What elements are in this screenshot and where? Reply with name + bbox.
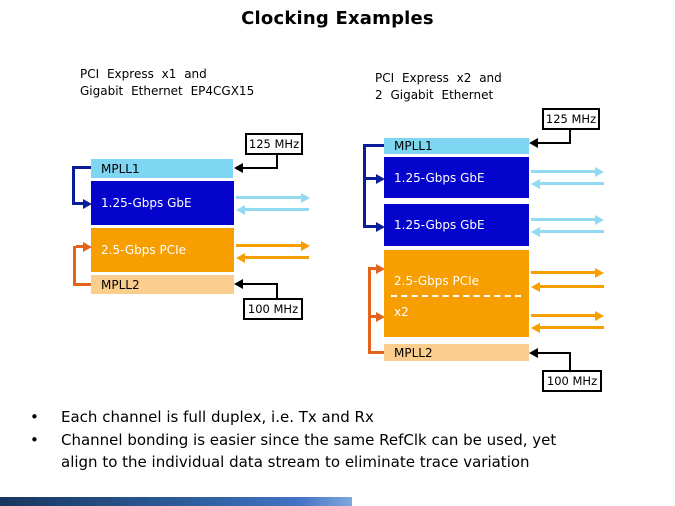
left-gbe-label: 1.25-Gbps GbE [101,196,192,210]
right-mpll1-label: MPLL1 [394,139,433,153]
bullet-text-2: Channel bonding is easier since the same… [61,430,557,472]
left-pcie-box: 2.5-Gbps PCIe [91,228,234,272]
left-refclk100-line-vertical [276,284,278,299]
left-mpll1-connector-top [72,166,91,169]
right-mpll1-box: MPLL1 [384,138,529,154]
pcie-lane-divider-dashed-line [391,295,521,297]
right-refclk125-arrow [538,142,571,144]
right-refclk100-line-vertical [569,353,571,371]
right-gbe1-box: 1.25-Gbps GbE [384,157,529,198]
bullet-item: Channel bonding is easier since the same… [28,429,589,474]
right-pcie-lane1-rx-arrow [540,285,604,288]
right-refclk125-line-vertical [569,129,571,143]
left-pcie-label: 2.5-Gbps PCIe [101,243,186,257]
right-mpll2-label: MPLL2 [394,345,433,360]
left-gbe-tx-arrow [236,196,301,199]
right-mpll1-to-gbe1-arrow [366,177,376,180]
right-clock-100mhz-label: 100 MHz [546,374,598,388]
bullet-list: Each channel is full duplex, i.e. Tx and… [28,406,589,474]
left-mpll1-box: MPLL1 [91,159,233,178]
bullet-item: Each channel is full duplex, i.e. Tx and… [28,406,589,429]
right-mpll2-box: MPLL2 [384,344,529,361]
right-refclk100-arrow [538,352,571,354]
right-pcie-box: 2.5-Gbps PCIe x2 [384,250,529,337]
left-mpll1-to-gbe-arrow [75,202,83,205]
left-gbe-box: 1.25-Gbps GbE [91,181,234,225]
left-refclk125-line-vertical [276,154,278,169]
left-clock-125mhz-box: 125 MHz [245,133,303,155]
right-mpll1-connector-top [363,144,384,147]
right-mpll1-connector-vertical [363,144,366,228]
left-mpll1-label: MPLL1 [101,161,140,176]
right-pcie-lane2-rx-arrow [540,326,604,329]
bullet-text-1: Each channel is full duplex, i.e. Tx and… [61,408,374,426]
right-pcie-label: 2.5-Gbps PCIe [394,274,479,288]
left-refclk125-arrow [243,167,278,169]
right-mpll2-to-pcie-lane1-arrow [371,267,376,270]
right-caption-line2: 2 Gigabit Ethernet [375,88,494,102]
right-mpll2-connector-bottom [368,351,384,354]
right-mpll2-connector-vertical [368,267,371,354]
left-mpll2-connector-vertical [73,246,76,286]
right-gbe1-label: 1.25-Gbps GbE [394,170,485,185]
left-caption-line1: PCI Express x1 and [80,67,207,81]
left-mpll1-connector-vertical [72,166,75,205]
right-caption-line1: PCI Express x2 and [375,71,502,85]
right-pcie-lane1-tx-arrow [531,271,595,274]
left-mpll2-connector-bottom [73,283,91,286]
right-clock-100mhz-box: 100 MHz [542,370,602,392]
right-clock-125mhz-box: 125 MHz [542,108,600,130]
right-mpll2-to-pcie-lane2-arrow [371,315,376,318]
right-gbe1-rx-arrow [540,182,604,185]
right-gbe2-box: 1.25-Gbps GbE [384,204,529,246]
right-pcie-x2-label: x2 [394,305,409,319]
right-gbe2-rx-arrow [540,230,604,233]
right-diagram-caption: PCI Express x2 and 2 Gigabit Ethernet [375,70,502,104]
left-mpll2-box: MPLL2 [91,275,234,294]
footer-gradient-bar [0,497,352,506]
right-gbe2-label: 1.25-Gbps GbE [394,218,485,232]
left-caption-line2: Gigabit Ethernet EP4CGX15 [80,84,255,98]
right-gbe1-tx-arrow [531,170,595,173]
left-clock-100mhz-label: 100 MHz [247,302,299,316]
left-gbe-rx-arrow [245,208,309,211]
left-clock-100mhz-box: 100 MHz [243,298,303,320]
left-refclk100-arrow [243,283,278,285]
left-clock-125mhz-label: 125 MHz [248,137,300,151]
left-mpll2-label: MPLL2 [101,277,140,292]
right-clock-125mhz-label: 125 MHz [545,112,597,126]
right-mpll1-to-gbe2-arrow [366,225,376,228]
left-diagram-caption: PCI Express x1 and Gigabit Ethernet EP4C… [80,66,254,100]
left-pcie-tx-arrow [236,244,301,247]
page-title: Clocking Examples [241,8,434,29]
left-pcie-rx-arrow [245,256,309,259]
right-gbe2-tx-arrow [531,218,595,221]
left-mpll2-to-pcie-arrow [76,245,83,248]
right-pcie-lane2-tx-arrow [531,314,595,317]
